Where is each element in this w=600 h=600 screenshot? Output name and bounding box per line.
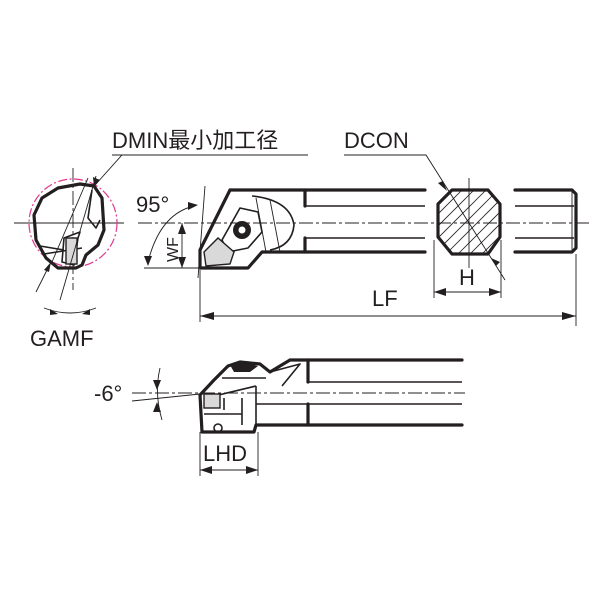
dmin-leader <box>95 154 308 185</box>
head-curve <box>251 195 295 251</box>
side-view <box>131 358 465 476</box>
gamf-arc <box>43 307 97 314</box>
angle-95-label: 95° <box>136 192 169 217</box>
lhd-label: LHD <box>203 441 247 466</box>
clamp <box>221 207 263 253</box>
angle-neg6-label: -6° <box>94 381 122 406</box>
insert-section <box>65 237 78 265</box>
dcon-leader <box>344 154 506 281</box>
top-view <box>138 154 590 326</box>
lf-label: LF <box>372 286 398 311</box>
gamf-line <box>59 175 97 301</box>
insert <box>203 237 235 267</box>
angle-95-arc <box>147 205 195 263</box>
shank-end <box>513 188 578 254</box>
angle-neg6-arc <box>157 367 163 421</box>
bar-section-outline <box>32 182 106 270</box>
dcon-section-outline <box>436 188 502 256</box>
end-view-min-diameter <box>14 154 308 315</box>
dmin-label: DMIN最小加工径 <box>112 128 278 153</box>
wf-label: WF <box>165 237 182 262</box>
section-hatch <box>438 190 500 254</box>
gamf-label: GAMF <box>30 326 94 351</box>
side-insert <box>203 393 221 409</box>
h-label: H <box>459 265 475 290</box>
dcon-label: DCON <box>344 128 409 153</box>
